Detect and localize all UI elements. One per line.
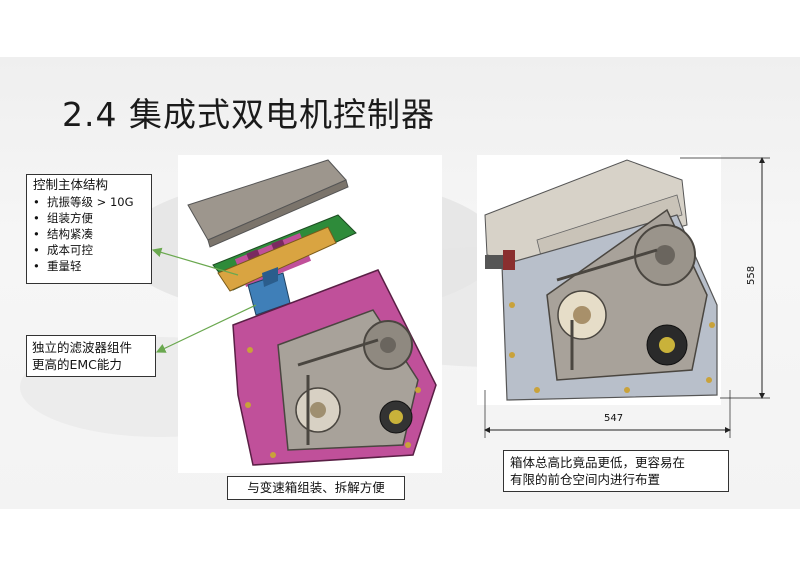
list-item: 抗振等级 > 10G	[33, 194, 145, 210]
filter-callout-line1: 独立的滤波器组件	[32, 340, 133, 355]
housing-callout-line2: 有限的前仓空间内进行布置	[510, 472, 661, 487]
list-item: 结构紧凑	[33, 226, 145, 242]
list-item: 重量轻	[33, 258, 145, 274]
list-item: 组装方便	[33, 210, 145, 226]
exploded-controller-drawing	[187, 159, 437, 466]
page-title: 2.4 集成式双电机控制器	[62, 95, 435, 134]
assembled-controller-image	[477, 155, 721, 405]
list-item: 成本可控	[33, 242, 145, 258]
structure-callout: 控制主体结构 抗振等级 > 10G 组装方便 结构紧凑 成本可控 重量轻	[26, 174, 152, 284]
filter-callout-line2: 更高的EMC能力	[32, 357, 122, 372]
housing-callout-line1: 箱体总高比竟品更低，更容易在	[510, 455, 686, 470]
exploded-controller-image	[178, 155, 442, 473]
assembly-callout: 与变速箱组装、拆解方便	[227, 476, 405, 500]
structure-feature-list: 抗振等级 > 10G 组装方便 结构紧凑 成本可控 重量轻	[33, 194, 145, 274]
assembled-controller-drawing	[484, 159, 718, 401]
height-dimension-label: 558	[746, 265, 757, 285]
width-dimension-label: 547	[604, 413, 624, 424]
structure-callout-heading: 控制主体结构	[33, 177, 109, 192]
filter-callout: 独立的滤波器组件 更高的EMC能力	[26, 335, 156, 377]
pointer-arrow-filter	[155, 304, 257, 353]
housing-callout: 箱体总高比竟品更低，更容易在 有限的前仓空间内进行布置	[503, 450, 729, 492]
pointer-arrow-structure	[151, 247, 239, 276]
